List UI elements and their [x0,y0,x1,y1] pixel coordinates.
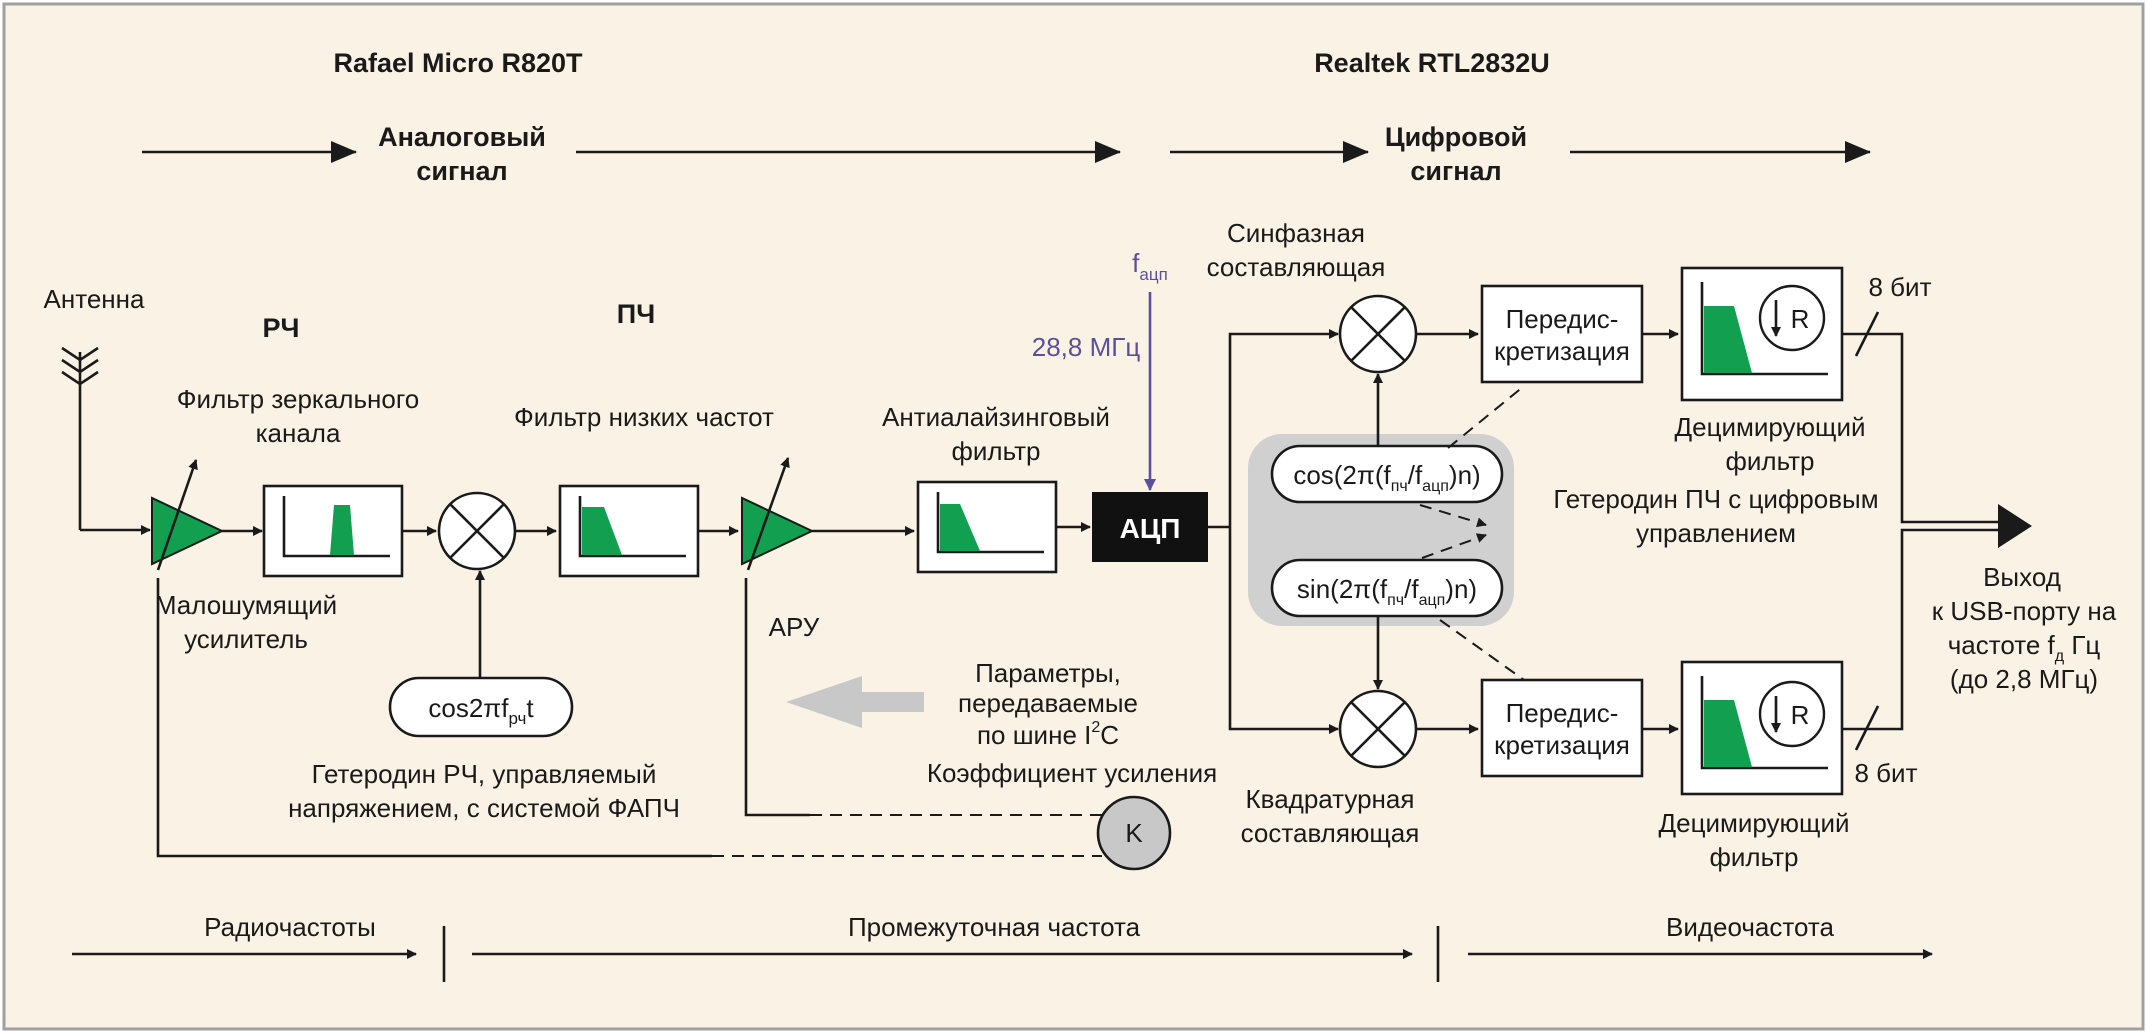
q-output-line [1842,528,2000,731]
output-arrow-head [1998,504,2032,548]
output-label-3: частоте fд Гц [1948,630,2101,665]
adc-to-q-mixer [1228,527,1339,734]
output-label-1: Выход [1983,562,2061,592]
image-filter-block [262,484,404,578]
agc-label: АРУ [769,612,820,642]
params-label-1: Параметры, [975,658,1121,688]
left-chip-title: Rafael Micro R820T [333,48,583,78]
params-label-2: передаваемые [958,688,1138,718]
svg-text:R: R [1791,304,1810,334]
q-bits-label: 8 бит [1854,758,1917,788]
svg-text:sin(2π(fпч/fацп)n): sin(2π(fпч/fацп)n) [1297,574,1477,609]
i-mixer-icon [1338,294,1418,374]
output-label-4: (до 2,8 МГц) [1950,664,2098,694]
digital-signal-label-1: Цифровой [1385,122,1527,152]
svg-text:cos(2π(fпч/fацп)n): cos(2π(fпч/fацп)n) [1293,460,1480,495]
nco-dash-arrow-1 [1419,504,1487,528]
rf-oscillator-label-2: напряжением, с системой ФАПЧ [288,793,680,823]
vga-amplifier-icon [741,457,815,571]
agc-feedback-lna [156,578,712,858]
rf-mixer-icon [437,491,517,571]
band-if-label: Промежуточная частота [848,912,1141,942]
adc-block: АЦП [1092,492,1208,562]
rf-oscillator-block: cos2πfрчt [388,676,574,738]
fadc-label: fацп [1132,248,1168,284]
i-decim-label-1: Децимирующий [1675,412,1866,442]
svg-text:кретизация: кретизация [1494,336,1630,366]
digital-signal-label-2: сигнал [1410,156,1501,186]
nco-sin-block: sin(2π(fпч/fацп)n) [1270,558,1504,618]
image-filter-label-2: канала [256,418,341,448]
q-decimation-filter-block: R [1680,660,1844,796]
band-radio-label: Радиочастоты [204,912,376,942]
gain-k-node: K [1096,795,1172,871]
analog-signal-label-1: Аналоговый [378,122,546,152]
analog-signal-label-2: сигнал [416,156,507,186]
svg-text:K: K [1125,818,1143,848]
lowpass-filter-block [558,484,700,578]
agc-feedback-vga [744,578,810,817]
lna-amplifier-icon [151,459,225,571]
nco-dash-to-q-resample [1439,619,1525,681]
nco-cos-block: cos(2π(fпч/fацп)n) [1270,444,1504,504]
antialias-label-1: Антиалайзинговый [882,402,1110,432]
band-video-label: Видеочастота [1666,912,1835,942]
rf-label: РЧ [263,313,300,343]
svg-text:Передис-: Передис- [1506,698,1619,728]
q-bus-slash [1854,705,1880,751]
antenna-label: Антенна [44,284,145,314]
i-decimation-filter-block: R [1680,266,1844,402]
fadc-value: 28,8 МГц [1032,332,1141,362]
quad-label-2: составляющая [1241,818,1420,848]
if-label: ПЧ [617,299,655,329]
nco-dash-to-i-resample [1447,385,1525,449]
adc-to-i-mixer [1228,329,1339,527]
svg-text:cos2πfрчt: cos2πfрчt [428,693,534,728]
i2c-gray-arrow [786,676,924,728]
antialias-filter-block [916,480,1058,574]
rf-oscillator-label-1: Гетеродин РЧ, управляемый [312,759,657,789]
inphase-label-1: Синфазная [1227,218,1365,248]
i-decim-label-2: фильтр [1726,446,1815,476]
quad-label-1: Квадратурная [1246,784,1415,814]
svg-text:Передис-: Передис- [1506,304,1619,334]
i-resample-block: Передис- кретизация [1480,284,1644,384]
lna-label-2: усилитель [184,624,308,654]
gain-label: Коэффициент усиления [927,758,1217,788]
q-decim-label-1: Децимирующий [1659,808,1850,838]
output-label-2: к USB-порту на [1932,596,2117,626]
svg-text:АЦП: АЦП [1120,513,1181,544]
nco-label-2: управлением [1636,518,1796,548]
svg-text:кретизация: кретизация [1494,730,1630,760]
antenna-icon [61,346,99,530]
q-mixer-icon [1338,689,1418,769]
inphase-label-2: составляющая [1207,252,1386,282]
params-label-3: по шине I2C [977,719,1119,750]
right-chip-title: Realtek RTL2832U [1314,48,1550,78]
image-filter-label-1: Фильтр зеркального [177,384,419,414]
svg-text:R: R [1791,700,1810,730]
i-bits-label: 8 бит [1868,272,1931,302]
nco-label-1: Гетеродин ПЧ с цифровым [1553,484,1878,514]
nco-dash-arrow-2 [1421,533,1487,559]
lna-label-1: Малошумящий [155,590,337,620]
q-resample-block: Передис- кретизация [1480,678,1644,778]
i-bus-slash [1854,311,1880,357]
antialias-label-2: фильтр [952,436,1041,466]
i-output-line [1842,332,2000,524]
lowpass-label: Фильтр низких частот [514,402,774,432]
q-decim-label-2: фильтр [1710,842,1799,872]
